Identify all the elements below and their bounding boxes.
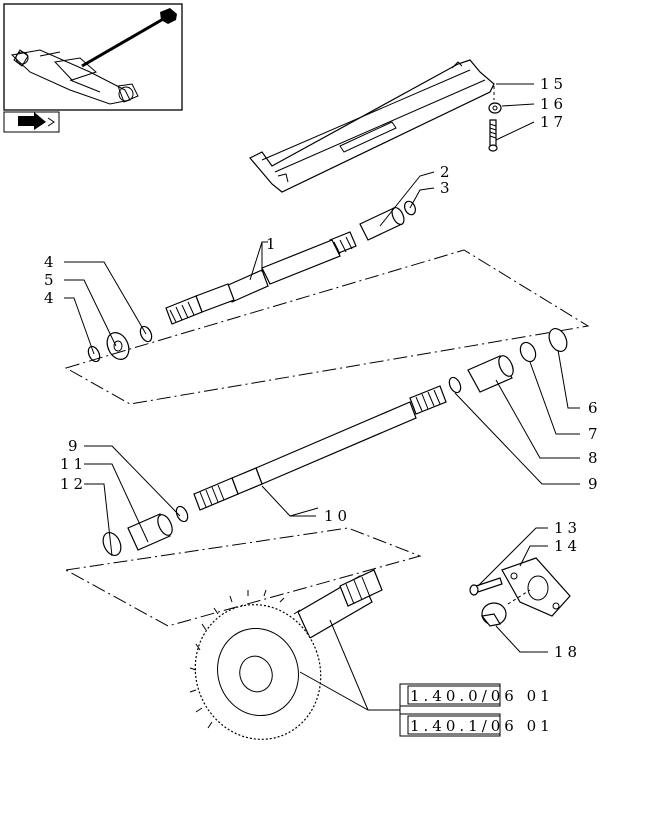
nav-arrow-icon[interactable]	[3, 111, 60, 133]
callout-17: 17	[540, 113, 567, 131]
assembly-outline-upper	[64, 249, 590, 405]
screw-17	[488, 119, 498, 152]
snap-ring-9-left	[175, 505, 189, 523]
washer-16	[488, 102, 502, 114]
bushing-11	[127, 513, 173, 551]
callout-5: 5	[44, 271, 58, 289]
guard-plate	[249, 59, 495, 193]
snap-ring-9-right	[448, 376, 462, 394]
ref-link-2[interactable]: 1.40.1/06 01	[399, 713, 554, 737]
callout-18: 18	[554, 643, 581, 661]
bolt-13	[469, 577, 503, 596]
bearing-5	[106, 332, 130, 360]
callout-9a: 9	[588, 475, 602, 493]
callout-13: 13	[554, 519, 581, 537]
shaft-10	[193, 385, 447, 511]
callout-14: 14	[554, 537, 581, 555]
callout-8: 8	[588, 449, 602, 467]
bushing-2	[359, 206, 405, 241]
callout-4b: 4	[44, 289, 58, 307]
shaft-1	[165, 231, 357, 325]
callout-labels: 1 2 3 4 5 4 6 7 8 9 9 11 12 10 13 14 18 …	[44, 75, 602, 661]
washer-7	[519, 341, 537, 363]
callout-3: 3	[440, 179, 454, 197]
washer-12	[102, 532, 122, 556]
callout-1: 1	[266, 235, 280, 253]
plug-18	[480, 602, 507, 627]
ref-text-1: 1.40.0/06 01	[410, 687, 554, 705]
callout-2: 2	[440, 163, 454, 181]
leader-lines	[64, 83, 580, 711]
axle-thumbnail	[3, 3, 183, 111]
callout-12: 12	[60, 475, 87, 493]
bushing-8	[467, 355, 514, 393]
ref-link-1[interactable]: 1.40.0/06 01	[399, 683, 554, 707]
callout-15: 15	[540, 75, 567, 93]
pinion-gear	[189, 569, 383, 740]
callout-16: 16	[540, 95, 567, 113]
callout-10: 10	[324, 507, 351, 525]
callout-11: 11	[60, 455, 87, 473]
cover-14	[501, 557, 571, 617]
callout-4a: 4	[44, 253, 58, 271]
assembly-outline-lower	[64, 527, 422, 627]
callout-6: 6	[588, 399, 602, 417]
callout-7: 7	[588, 425, 602, 443]
ref-text-2: 1.40.1/06 01	[410, 717, 554, 735]
washer-6	[548, 328, 568, 352]
callout-9b: 9	[68, 437, 82, 455]
